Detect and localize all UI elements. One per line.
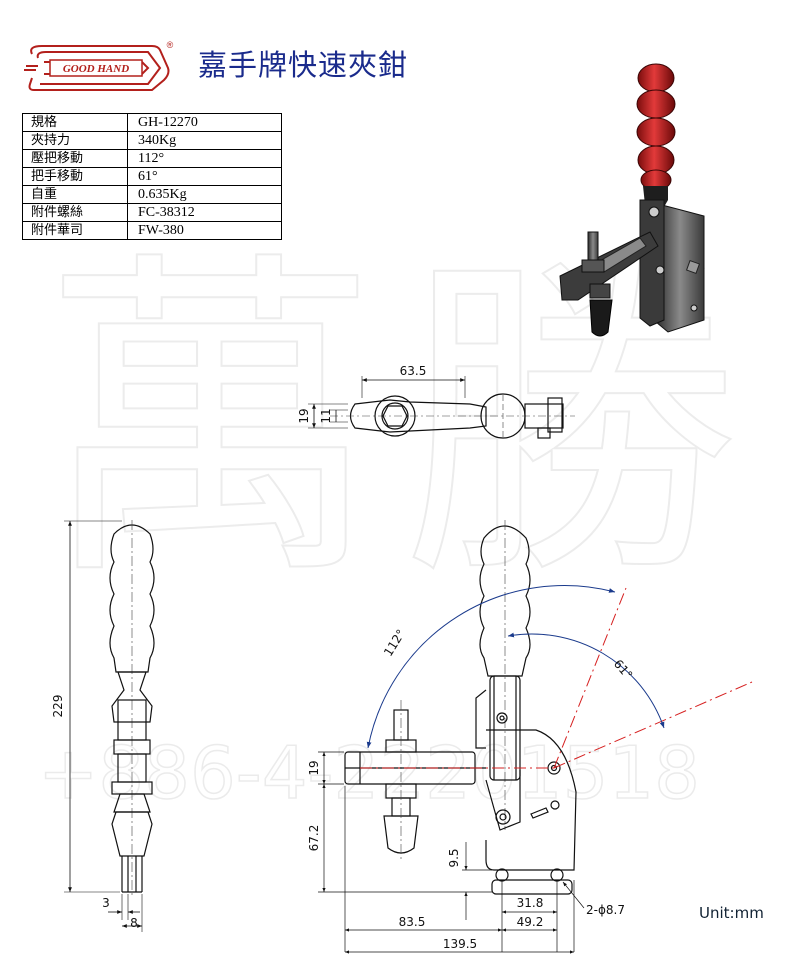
- spec-label: 附件華司: [22, 221, 128, 240]
- logo-text: GOOD HAND: [63, 63, 129, 75]
- dim-arm-thickness: 19: [307, 760, 321, 775]
- dim-hole-spacing: 31.8: [517, 896, 544, 910]
- dim-arm-height: 67.2: [307, 825, 321, 852]
- dim-top-h2: 11: [319, 408, 333, 423]
- spec-label: 附件螺絲: [22, 203, 128, 222]
- dim-height-total: 229: [51, 695, 65, 718]
- front-dimensions: [318, 751, 585, 954]
- brand-logo: GOOD HAND ®: [24, 40, 174, 91]
- side-view: [64, 520, 155, 932]
- dim-top-h1: 19: [297, 408, 311, 423]
- angle-arcs: [366, 585, 665, 749]
- spec-label: 壓把移動: [22, 149, 128, 168]
- product-photo: [559, 63, 705, 337]
- spec-label: 自重: [22, 185, 128, 204]
- unit-label: Unit:mm: [699, 904, 764, 922]
- clamp-body-side: [639, 199, 665, 327]
- dim-base-width: 8: [130, 916, 138, 930]
- front-view: [344, 520, 577, 895]
- spec-value: 340Kg: [127, 131, 282, 150]
- dim-hole-height: 9.5: [447, 848, 461, 867]
- dim-arc-handle: 112°: [381, 627, 408, 659]
- dim-pin-offset: 3: [102, 896, 110, 910]
- registered-mark: ®: [167, 40, 174, 50]
- page-title: 嘉手牌快速夾鉗: [198, 48, 409, 82]
- spindle-tip: [589, 299, 613, 337]
- dim-holes: 2-ϕ8.7: [586, 903, 625, 917]
- spec-label: 規格: [22, 113, 128, 132]
- center-lines: [360, 587, 753, 769]
- dim-length-arm: 83.5: [399, 915, 426, 929]
- dim-base-spacing: 49.2: [517, 915, 544, 929]
- dim-total-length: 139.5: [443, 937, 477, 951]
- red-grip: [636, 63, 676, 191]
- spec-value: FW-380: [127, 221, 282, 240]
- dim-top-width: 63.5: [400, 364, 427, 378]
- top-view: [308, 376, 575, 439]
